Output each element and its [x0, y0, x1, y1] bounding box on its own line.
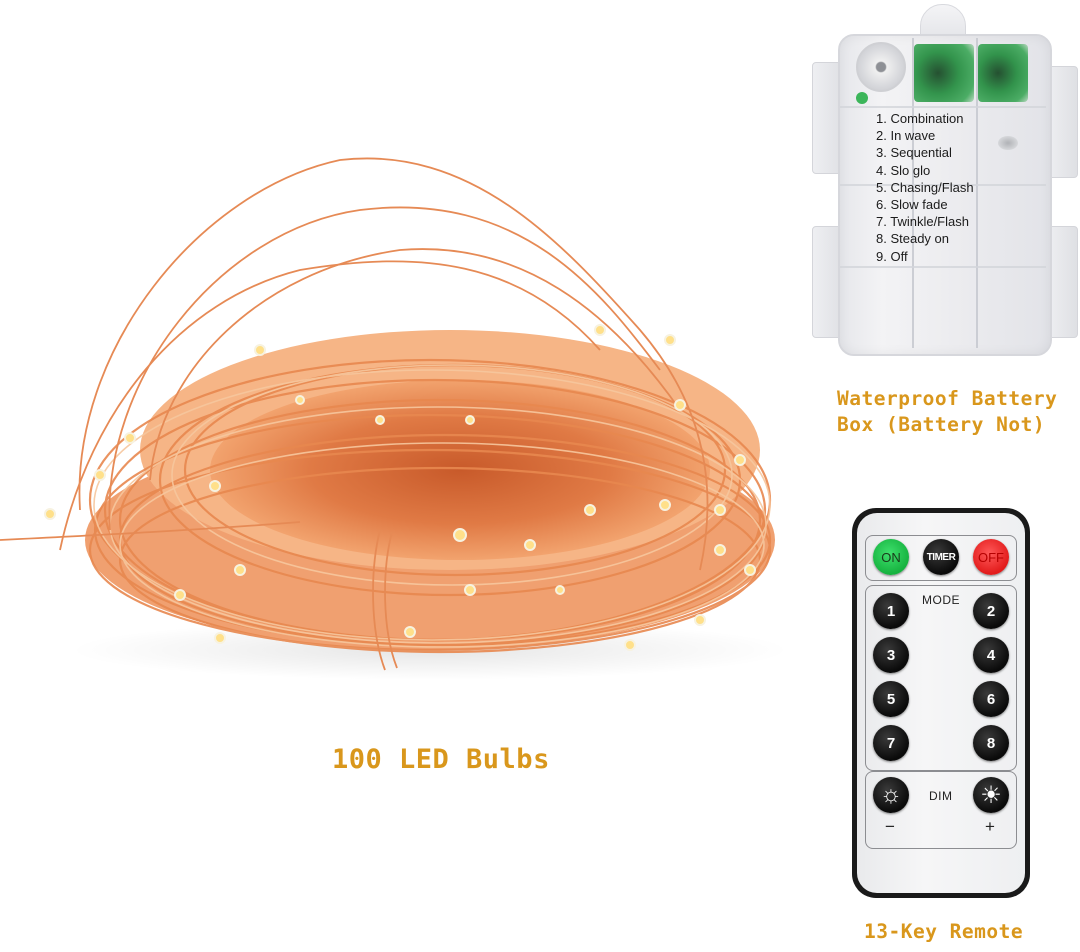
dim-up-button[interactable]: ☀ — [973, 777, 1009, 813]
battery-box-image: 1. Combination 2. In wave 3. Sequential … — [812, 4, 1078, 356]
mode-item: 3. Sequential — [876, 145, 952, 161]
remote-face: ON TIMER OFF MODE 1 2 3 4 5 6 7 8 ☼ DIM … — [857, 513, 1025, 893]
battery-box-ridge — [840, 106, 1046, 108]
mode-8-button[interactable]: 8 — [973, 725, 1009, 761]
mode-4-button[interactable]: 4 — [973, 637, 1009, 673]
power-panel — [865, 535, 1017, 581]
mode-5-button[interactable]: 5 — [873, 681, 909, 717]
sun-filled-icon: ☀ — [980, 781, 1002, 809]
mode-item: 6. Slow fade — [876, 197, 948, 213]
dim-label: DIM — [929, 789, 953, 803]
on-button[interactable]: ON — [873, 539, 909, 575]
mode-switch-button[interactable] — [856, 42, 906, 92]
plus-icon: + — [985, 817, 995, 836]
mode-7-button[interactable]: 7 — [873, 725, 909, 761]
mode-item: 4. Slo glo — [876, 162, 931, 178]
lighting-mode-list: 1. Combination 2. In wave 3. Sequential … — [876, 110, 974, 265]
led-string-coil-image — [0, 150, 800, 690]
minus-icon: − — [885, 817, 895, 836]
mode-item: 5. Chasing/Flash — [876, 179, 974, 195]
mode-item: 9. Off — [876, 248, 908, 264]
battery-box-ridge — [840, 184, 1046, 186]
battery-compartment-divider — [976, 38, 978, 348]
mode-item: 8. Steady on — [876, 231, 949, 247]
battery-box-ridge — [840, 266, 1046, 268]
mode-panel — [865, 585, 1017, 771]
circuit-board — [914, 44, 974, 102]
dim-panel — [865, 771, 1017, 849]
mode-2-button[interactable]: 2 — [973, 593, 1009, 629]
led-count-caption: 100 LED Bulbs — [332, 744, 550, 775]
remote-control: ON TIMER OFF MODE 1 2 3 4 5 6 7 8 ☼ DIM … — [852, 508, 1030, 898]
sun-outline-icon: ☼ — [880, 781, 902, 808]
battery-box-caption: Waterproof Battery Box (Battery Not) — [837, 386, 1057, 438]
battery-box-caption-line1: Waterproof Battery — [837, 387, 1058, 410]
mode-3-button[interactable]: 3 — [873, 637, 909, 673]
mode-item: 1. Combination — [876, 111, 964, 126]
mode-1-button[interactable]: 1 — [873, 593, 909, 629]
off-button[interactable]: OFF — [973, 539, 1009, 575]
indicator-led-icon — [856, 92, 868, 104]
mode-6-button[interactable]: 6 — [973, 681, 1009, 717]
battery-compartment-divider — [912, 38, 914, 348]
mode-item: 2. In wave — [876, 128, 936, 144]
mode-item: 7. Twinkle/Flash — [876, 214, 969, 230]
copper-wire-coil-illustration — [0, 157, 790, 680]
remote-caption: 13-Key Remote — [864, 920, 1024, 943]
dim-down-button[interactable]: ☼ — [873, 777, 909, 813]
circuit-board — [978, 44, 1028, 102]
battery-box-caption-line2: Box (Battery Not) — [837, 413, 1046, 436]
timer-button[interactable]: TIMER — [923, 539, 959, 575]
screw-icon — [998, 136, 1018, 150]
mode-label: MODE — [922, 593, 960, 607]
